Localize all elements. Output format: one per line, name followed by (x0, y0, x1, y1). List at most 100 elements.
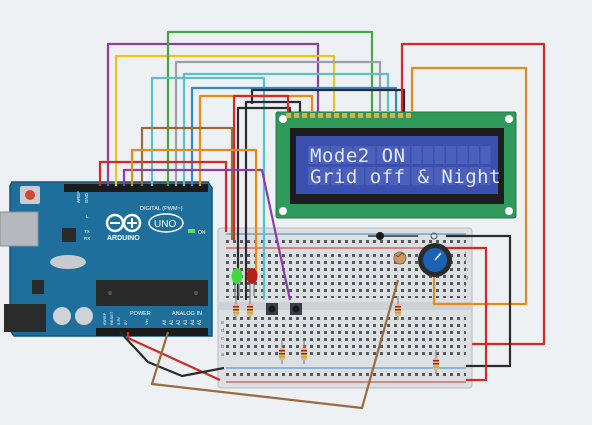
analog-pin-label: A5 (197, 319, 202, 325)
photoresistor-icon[interactable] (393, 251, 407, 265)
pushbutton-icon[interactable] (290, 303, 302, 315)
lcd-char-cell (308, 146, 318, 164)
digital-pwm-label: DIGITAL (PWM~) (140, 206, 183, 212)
lcd-char-cell (423, 146, 433, 164)
wire-brown-bottom (150, 279, 400, 410)
wire-black-right (446, 234, 512, 368)
on-led-label: ON (198, 230, 206, 236)
resistor-icon[interactable] (395, 296, 401, 320)
lcd-pin[interactable] (302, 113, 307, 118)
led-green-icon[interactable] (231, 268, 243, 296)
lcd-char-cell (377, 167, 387, 185)
lcd-pin[interactable] (366, 113, 371, 118)
lcd-char-cell (457, 146, 468, 164)
lcd-char-cell (446, 167, 456, 185)
wire-purple (106, 42, 320, 186)
wire-black-bottom (119, 331, 225, 378)
tx-label: TX (84, 229, 90, 234)
lcd-pin[interactable] (294, 113, 299, 118)
lcd-pin[interactable] (334, 113, 339, 118)
lcd-char-cell (411, 167, 422, 185)
lcd-char-cell (469, 146, 479, 164)
microcontroller-chip (96, 280, 208, 306)
lcd-char-cell (400, 167, 410, 185)
resistor-icon[interactable] (279, 340, 285, 364)
pushbutton-icon[interactable] (266, 303, 278, 315)
breadboard-row-label: d (221, 328, 224, 334)
lcd-16x2-module[interactable]: Mode2 ON Grid off & Night (275, 111, 517, 219)
analog-pin-label: A1 (169, 319, 174, 325)
analog-in-label: ANALOG IN (172, 311, 202, 317)
lcd-pin[interactable] (406, 113, 411, 118)
wire-red-led (98, 160, 228, 232)
lcd-pin[interactable] (382, 113, 387, 118)
led-red-icon[interactable] (246, 268, 258, 296)
lcd-char-cell (377, 146, 387, 164)
wire-blue (190, 86, 398, 186)
lcd-pin[interactable] (286, 113, 291, 118)
lcd-char-cell (331, 167, 341, 185)
breadboard-row-label: h (465, 267, 468, 273)
wire-cyan-1 (150, 76, 266, 300)
resistor-icon[interactable] (301, 340, 307, 364)
breadboard-row-label: i (465, 259, 466, 265)
resistor-icon[interactable] (233, 296, 239, 320)
rx-label: RX (84, 236, 90, 241)
breadboard-row-label: e (221, 320, 224, 326)
wire-red-top (232, 94, 290, 240)
power-label: POWER (130, 311, 151, 317)
aref-pin-label: AREF (76, 191, 81, 203)
analog-pin-label: A4 (190, 319, 195, 325)
lcd-line-2: Grid off & Night (310, 166, 501, 188)
lcd-char-cell (319, 146, 330, 164)
wire-yellow (114, 54, 336, 186)
lcd-char-cell (446, 146, 456, 164)
breadboard-row-label: g (465, 275, 468, 281)
wire-orange-2 (130, 148, 258, 274)
arduino-uno-board[interactable]: ARDUINO UNO DIGITAL (PWM~) ANALOG IN POW… (0, 181, 213, 337)
analog-pin-label: A0 (162, 319, 167, 325)
lcd-pin[interactable] (390, 113, 395, 118)
lcd-char-cell (365, 167, 376, 185)
ioref-pin-label: IOREF (102, 312, 107, 325)
analog-pin-label: A2 (176, 319, 181, 325)
wires (98, 30, 546, 410)
lcd-char-cell (319, 167, 330, 185)
potentiometer-icon[interactable] (418, 243, 452, 277)
lcd-pin[interactable] (358, 113, 363, 118)
lcd-char-cell (354, 146, 364, 164)
analog-pin-label: A3 (183, 319, 188, 325)
breadboard-row-label: j (464, 251, 466, 257)
lcd-pin[interactable] (374, 113, 379, 118)
power-analog-header[interactable] (96, 328, 208, 336)
power-jack (4, 304, 46, 332)
lcd-char-cell (365, 146, 376, 164)
lcd-pin[interactable] (310, 113, 315, 118)
lcd-pin[interactable] (350, 113, 355, 118)
resistor-icon[interactable] (433, 350, 439, 374)
breadboard-row-label: f (465, 283, 467, 289)
lcd-char-cell (434, 167, 445, 185)
wire-brown-top (140, 126, 234, 240)
lcd-pin[interactable] (342, 113, 347, 118)
digital-header[interactable] (64, 184, 208, 192)
arduino-model-label: UNO (154, 219, 176, 230)
l-led-label: L (86, 214, 89, 219)
wire-red-right-2 (446, 246, 488, 382)
resistor-icon[interactable] (247, 296, 253, 320)
lcd-pin[interactable] (318, 113, 323, 118)
lcd-char-cell (457, 167, 468, 185)
lcd-char-cell (388, 167, 399, 185)
slider-handle[interactable] (368, 232, 438, 240)
vin-pin-label: Vin (144, 319, 149, 325)
breadboard-row-label: b (221, 344, 224, 350)
lcd-char-cell (434, 146, 445, 164)
lcd-pin[interactable] (326, 113, 331, 118)
lcd-screen (296, 136, 498, 194)
wire-green (166, 30, 374, 186)
wire-purple-2 (122, 168, 292, 301)
wire-red-right (400, 42, 546, 346)
lcd-char-cell (480, 146, 491, 164)
lcd-pin[interactable] (398, 113, 403, 118)
